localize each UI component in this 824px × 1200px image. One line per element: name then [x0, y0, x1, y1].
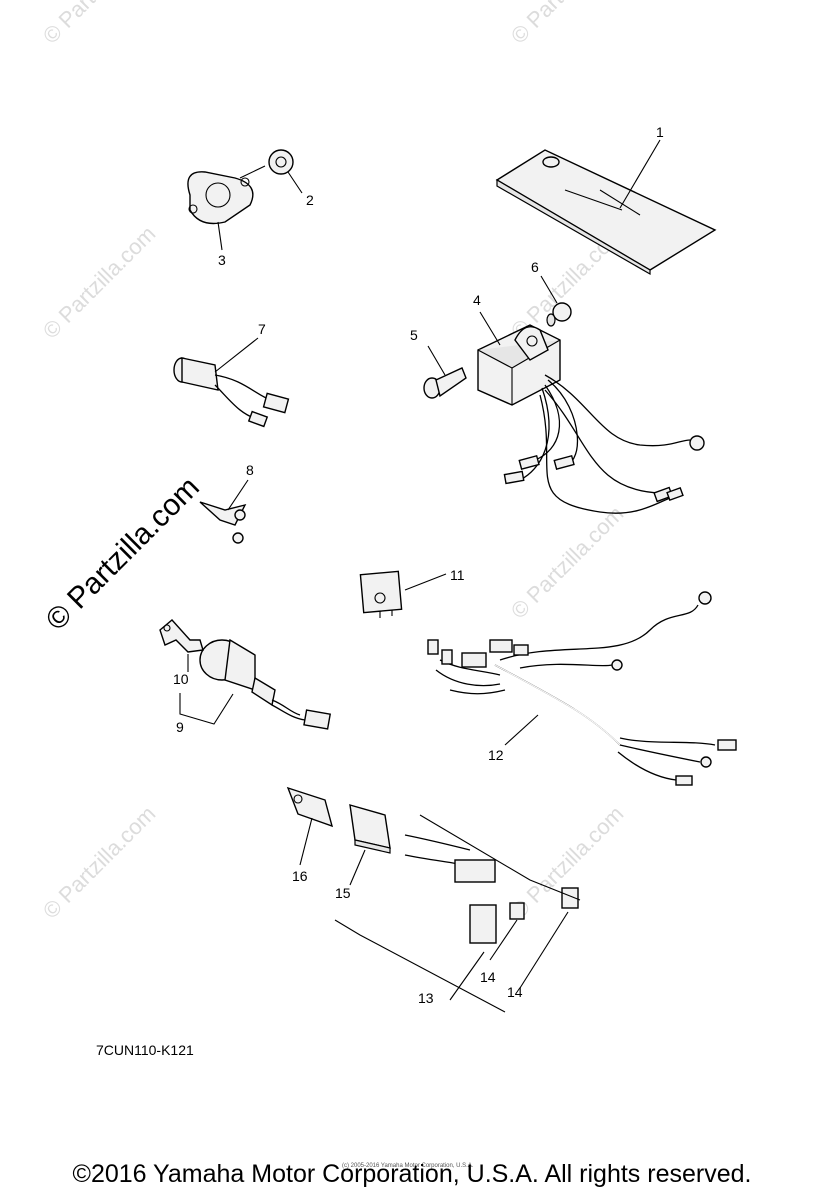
callout-10: 10 — [173, 671, 189, 687]
callout-4: 4 — [473, 292, 481, 308]
callout-13: 13 — [418, 990, 434, 1006]
parts-13-16-fuse-assembly — [286, 786, 581, 1013]
callout-12: 12 — [488, 747, 504, 763]
part-5-screw — [423, 345, 467, 399]
watermark-text: © Partzilla.com — [38, 221, 161, 344]
diagram-code: 7CUN110-K121 — [96, 1042, 194, 1058]
part-7-connector-cable — [173, 337, 290, 428]
callout-7: 7 — [258, 321, 266, 337]
part-12-wire-harness — [427, 591, 737, 786]
part-3-gasket — [187, 165, 266, 251]
callout-8: 8 — [246, 462, 254, 478]
watermark-main-text: © Partzilla.com — [40, 471, 206, 637]
callout-2: 2 — [306, 192, 314, 208]
copyright-notice: ©2016 Yamaha Motor Corporation, U.S.A. A… — [72, 1160, 752, 1188]
watermark-text: © Partzilla.com — [38, 0, 161, 49]
callout-11: 11 — [450, 567, 465, 583]
callout-14b: 14 — [507, 984, 523, 1000]
callout-14a: 14 — [480, 969, 496, 985]
callout-3: 3 — [218, 252, 226, 268]
part-11-rectifier — [359, 570, 447, 618]
part-1-cover — [495, 139, 717, 276]
part-10-key — [159, 619, 204, 672]
callout-9: 9 — [176, 719, 184, 735]
watermark-text: © Partzilla.com — [38, 801, 161, 924]
watermark-text: © Partzilla.com — [506, 0, 629, 49]
watermark-text: © Partzilla.com — [506, 501, 629, 624]
callout-5: 5 — [410, 327, 418, 343]
part-2-nut — [268, 149, 303, 194]
callout-6: 6 — [531, 259, 539, 275]
part-8-clip — [199, 479, 249, 544]
tiny-copyright: (c) 2005-2016 Yamaha Motor Corporation, … — [342, 1163, 474, 1169]
callout-16: 16 — [292, 868, 308, 884]
callout-1: 1 — [656, 124, 664, 140]
callout-15: 15 — [335, 885, 351, 901]
part-4-cdi-unit — [477, 311, 705, 514]
part-6-nut — [540, 275, 572, 327]
part-9-main-switch — [179, 638, 332, 730]
